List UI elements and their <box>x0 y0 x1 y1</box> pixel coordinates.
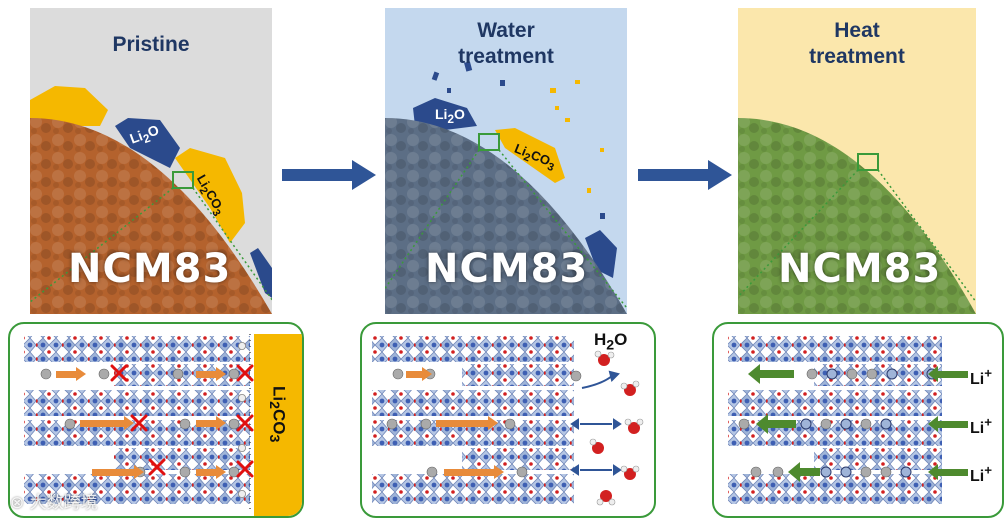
li2o-coating-2 <box>585 230 617 278</box>
process-arrow <box>282 160 376 190</box>
interface-atom-column <box>237 341 246 498</box>
li-insertion-arrow-icon <box>748 364 968 482</box>
panel-title-line2: treatment <box>458 45 554 68</box>
li2o-coating <box>115 118 180 168</box>
li-vacancy-filled <box>800 368 938 478</box>
zoom-box <box>857 153 879 171</box>
h2o-label: H2O <box>594 330 628 354</box>
li-ion-label: Li+ <box>970 463 993 486</box>
li2o-label: Li2O <box>435 106 465 126</box>
li2co3-coating <box>495 128 565 183</box>
water-molecule-icon <box>589 350 644 506</box>
li2co3-side-label: Li2CO3 <box>266 386 289 443</box>
dissolved-fragments <box>431 61 605 219</box>
li2co3-layer <box>254 334 302 516</box>
ncm83-label: NCM83 <box>425 246 589 292</box>
ncm83-label: NCM83 <box>68 246 232 292</box>
inset-heat-lattice: Li+ Li+ Li+ <box>712 322 1004 518</box>
li2co3-coating <box>30 86 108 126</box>
zoom-box <box>478 133 500 151</box>
process-arrow <box>638 160 732 190</box>
panel-pristine: Pristine Li2O Li2CO3 NCM83 <box>30 8 272 314</box>
zoom-box <box>172 171 194 189</box>
li2o-coating-2 <box>250 248 272 298</box>
panel-title-line1: Heat <box>834 19 880 42</box>
panel-heat-treatment: Heat treatment NCM83 <box>738 8 976 314</box>
li-ion-label: Li+ <box>970 366 993 389</box>
exchange-arrow-icon <box>570 370 622 476</box>
blocked-cross-icon <box>110 364 254 478</box>
li-ion-label: Li+ <box>970 415 993 438</box>
watermark: ⊗ 大数跨境 <box>10 493 98 513</box>
panel-title-line2: treatment <box>809 45 905 68</box>
ncm83-label: NCM83 <box>778 246 942 292</box>
panel-water-treatment: Water treatment Li2O Li2CO3 NCM83 <box>385 8 627 314</box>
inset-pristine-lattice: Li2CO3 <box>8 322 304 518</box>
li2o-coating <box>413 98 477 130</box>
panel-title: Pristine <box>112 33 190 56</box>
inset-water-lattice: H2O <box>360 322 656 518</box>
panel-title-line1: Water <box>477 19 535 42</box>
